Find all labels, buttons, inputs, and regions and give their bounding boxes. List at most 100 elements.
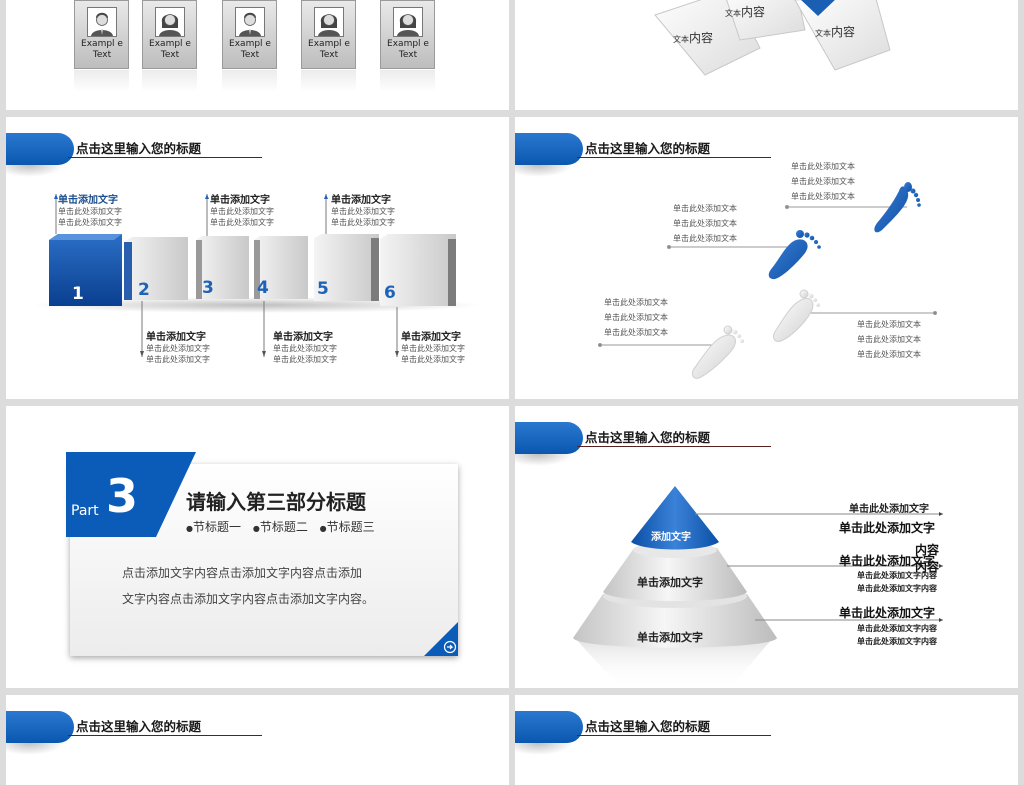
pyramid-row1-title[interactable]: 单击此处添加文字 (849, 504, 929, 515)
text-line: 单击此处添加文本 (857, 335, 921, 344)
cube-4 (254, 236, 308, 299)
cube-number: 4 (257, 278, 269, 298)
bottom-label-2[interactable]: 单击添加文字 单击此处添加文字 单击此处添加文字 (273, 328, 337, 365)
body-line: 文字内容点击添加文字内容点击添加文字内容。 (122, 592, 375, 606)
part3-body[interactable]: 点击添加文字内容点击添加文字内容点击添加 文字内容点击添加文字内容点击添加文字内… (122, 560, 374, 612)
slide-title[interactable]: 点击这里输入您的标题 (585, 141, 711, 156)
avatar-card[interactable]: Exampl e Text (222, 0, 277, 69)
puzzle-text-1: 文本内容 (725, 5, 766, 19)
text-line: 单击此处添加文本 (604, 313, 668, 322)
slide-puzzle[interactable]: 文本内容 文本内容 文本内容 (515, 0, 1018, 110)
part3-title[interactable]: 请输入第三部分标题 (186, 490, 366, 514)
female-avatar-icon (314, 7, 344, 37)
avatar-reflection (142, 70, 197, 92)
slide-header-shadow (6, 165, 64, 177)
pyramid-row3-heading[interactable]: 单击此处添加文字 (839, 606, 936, 620)
label-line: 单击此处添加文字 (146, 344, 210, 353)
text-line: 单击此处添加文本 (791, 192, 855, 201)
pyramid-row2-heading[interactable]: 单击此处添加文字 (839, 554, 936, 568)
pyramid-pointers (695, 512, 943, 622)
label-title: 单击添加文字 (58, 195, 118, 206)
avatar-label: Exampl e Text (149, 39, 191, 60)
slide-cubes[interactable]: 点击这里输入您的标题 (6, 117, 509, 399)
subtitle-item[interactable]: 节标题三 (326, 520, 375, 534)
avatar-card[interactable]: Exampl e Text (142, 0, 197, 69)
avatar-card[interactable]: Exampl e Text (74, 0, 129, 69)
bottom-label-1[interactable]: 单击添加文字 单击此处添加文字 单击此处添加文字 (146, 328, 210, 365)
text-line: 单击此处添加文本 (673, 234, 737, 243)
female-avatar-icon (155, 7, 185, 37)
male-avatar-icon (235, 7, 265, 37)
text-line: 单击此处添加文本 (857, 320, 921, 329)
text-line: 单击此处添加文本 (857, 350, 921, 359)
cube-3 (196, 236, 249, 299)
cube-5 (314, 234, 379, 301)
label-line: 单击此处添加文字 (146, 355, 210, 364)
part-number: 3 (106, 469, 139, 523)
footprint-blue-1-icon (874, 182, 921, 233)
cube-6 (380, 234, 456, 306)
subtitle-item[interactable]: 节标题一 (192, 520, 241, 534)
pyramid-mid-label[interactable]: 单击添加文字 (637, 576, 703, 589)
footprint-grey-2-icon (691, 325, 744, 379)
slide-footprints[interactable]: 点击这里输入您的标题 (515, 117, 1018, 399)
label-line: 单击此处添加文字 (273, 344, 337, 353)
slide-title[interactable]: 点击这里输入您的标题 (585, 430, 711, 445)
pyramid-top-tier (631, 486, 719, 550)
text-block-3[interactable]: 单击此处添加文本 单击此处添加文本 单击此处添加文本 (604, 295, 668, 340)
title-underline (577, 446, 771, 447)
puzzle-graphic (654, 0, 891, 76)
avatar-card[interactable]: Exampl e Text (380, 0, 435, 69)
slide-pyramid[interactable]: 点击这里输入您的标题 (515, 406, 1018, 688)
title-underline (577, 157, 771, 158)
slide-bottom-right[interactable]: 点击这里输入您的标题 (515, 695, 1018, 785)
label-line: 单击此处添加文字 (210, 218, 274, 227)
avatar-reflection (380, 70, 435, 92)
footprint-grey-1-icon (773, 289, 820, 342)
slide-title[interactable]: 点击这里输入您的标题 (76, 719, 202, 734)
pyramid-row1-heading[interactable]: 单击此处添加文字 (839, 521, 936, 535)
title-underline (68, 157, 262, 158)
top-label-1[interactable]: 单击添加文字 单击此处添加文字 单击此处添加文字 (58, 191, 122, 228)
text-line: 单击此处添加文本 (604, 298, 668, 307)
pyramid-row2-line: 单击此处添加文字内容 (857, 584, 937, 593)
cube-number: 5 (317, 279, 329, 299)
pyramid-top-label[interactable]: 添加文字 (651, 532, 691, 543)
label-line: 单击此处添加文字 (331, 207, 395, 216)
text-block-2[interactable]: 单击此处添加文本 单击此处添加文本 单击此处添加文本 (673, 201, 737, 246)
text-block-4[interactable]: 单击此处添加文本 单击此处添加文本 单击此处添加文本 (857, 317, 921, 362)
avatar-reflection (74, 70, 129, 92)
connector-lines (54, 194, 399, 357)
pyramid-row2-line: 单击此处添加文字内容 (857, 571, 937, 580)
top-label-3[interactable]: 单击添加文字 单击此处添加文字 单击此处添加文字 (331, 191, 395, 228)
top-label-2[interactable]: 单击添加文字 单击此处添加文字 单击此处添加文字 (210, 191, 274, 228)
slide-header-tab (6, 133, 74, 165)
part3-subtitles: ●节标题一 ●节标题二 ●节标题三 (186, 518, 375, 535)
subtitle-item[interactable]: 节标题二 (259, 520, 308, 534)
slide-header-shadow (515, 165, 573, 177)
slide-part3[interactable]: Part 3 请输入第三部分标题 ●节标题一 ●节标题二 ●节标题三 点击添加文… (6, 406, 509, 688)
part3-decor (66, 452, 458, 656)
slide-title[interactable]: 点击这里输入您的标题 (585, 719, 711, 734)
avatar-label: Exampl e Text (229, 39, 271, 60)
slide-header-tab (515, 711, 583, 743)
pyramid-row3-line: 单击此处添加文字内容 (857, 624, 937, 633)
text-block-1[interactable]: 单击此处添加文本 单击此处添加文本 单击此处添加文本 (791, 159, 855, 204)
label-line: 单击此处添加文字 (401, 344, 465, 353)
bottom-label-3[interactable]: 单击添加文字 单击此处添加文字 单击此处添加文字 (401, 328, 465, 365)
avatar-label: Exampl e Text (81, 39, 123, 60)
avatar-reflection (301, 70, 356, 92)
slide-header-tab (515, 133, 583, 165)
slide-header-shadow (6, 743, 64, 755)
slide-title[interactable]: 点击这里输入您的标题 (76, 141, 202, 156)
label-title: 单击添加文字 (146, 332, 206, 343)
slide-header-tab (6, 711, 74, 743)
pyramid-bottom-label[interactable]: 单击添加文字 (637, 631, 703, 644)
label-line: 单击此处添加文字 (273, 355, 337, 364)
avatar-card[interactable]: Exampl e Text (301, 0, 356, 69)
footprint-blue-2-icon (768, 230, 821, 280)
slide-bottom-left[interactable]: 点击这里输入您的标题 (6, 695, 509, 785)
puzzle-arrow-icon (801, 0, 835, 16)
label-line: 单击此处添加文字 (210, 207, 274, 216)
